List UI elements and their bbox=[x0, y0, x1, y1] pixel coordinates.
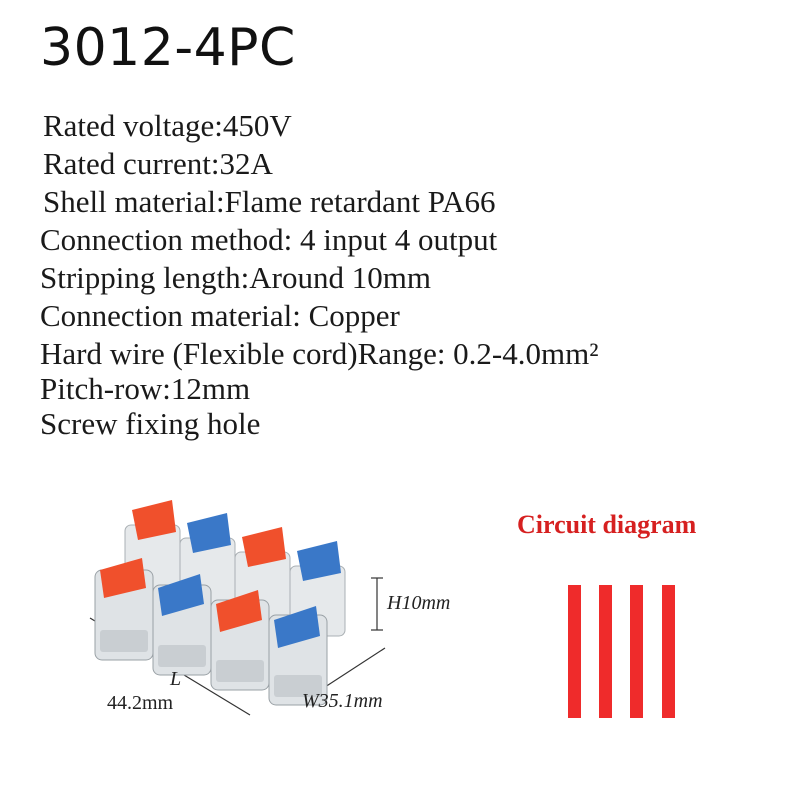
lever-orange-back-3 bbox=[242, 527, 286, 567]
lever-orange-front-1 bbox=[100, 558, 146, 598]
circuit-line-2 bbox=[599, 585, 612, 718]
spec-stripping-length: Stripping length:Around 10mm bbox=[40, 260, 431, 295]
spec-shell-material: Shell material:Flame retardant PA66 bbox=[43, 184, 496, 219]
spec-screw-hole: Screw fixing hole bbox=[40, 406, 261, 441]
height-label: H10mm bbox=[387, 592, 451, 614]
spec-wire-range: Hard wire (Flexible cord)Range: 0.2-4.0m… bbox=[40, 336, 599, 371]
lever-blue-back-4 bbox=[297, 541, 341, 581]
spec-connection-material: Connection material: Copper bbox=[40, 298, 400, 333]
width-label: W35.1mm bbox=[302, 690, 383, 712]
spec-rated-current: Rated current:32A bbox=[43, 146, 273, 181]
connector-front-row bbox=[94, 558, 328, 706]
spec-rated-voltage: Rated voltage:450V bbox=[43, 108, 292, 143]
connector-svg bbox=[89, 500, 386, 716]
circuit-line-4 bbox=[662, 585, 675, 718]
lever-orange-front-3 bbox=[216, 590, 262, 632]
lever-blue-front-2 bbox=[158, 574, 204, 616]
lever-blue-back-2 bbox=[187, 513, 231, 553]
lever-orange-back-1 bbox=[132, 500, 176, 540]
circuit-line-3 bbox=[630, 585, 643, 718]
spec-connection-method: Connection method: 4 input 4 output bbox=[40, 222, 498, 257]
circuit-line-1 bbox=[568, 585, 581, 718]
spec-pitch-row: Pitch-row:12mm bbox=[40, 371, 251, 406]
length-value: 44.2mm bbox=[107, 692, 174, 714]
product-title: 3012-4PC bbox=[40, 18, 296, 78]
circuit-diagram-title: Circuit diagram bbox=[517, 510, 697, 539]
lever-blue-front-4 bbox=[274, 606, 320, 648]
length-letter: L bbox=[170, 668, 182, 690]
connector-illustration bbox=[80, 470, 400, 725]
